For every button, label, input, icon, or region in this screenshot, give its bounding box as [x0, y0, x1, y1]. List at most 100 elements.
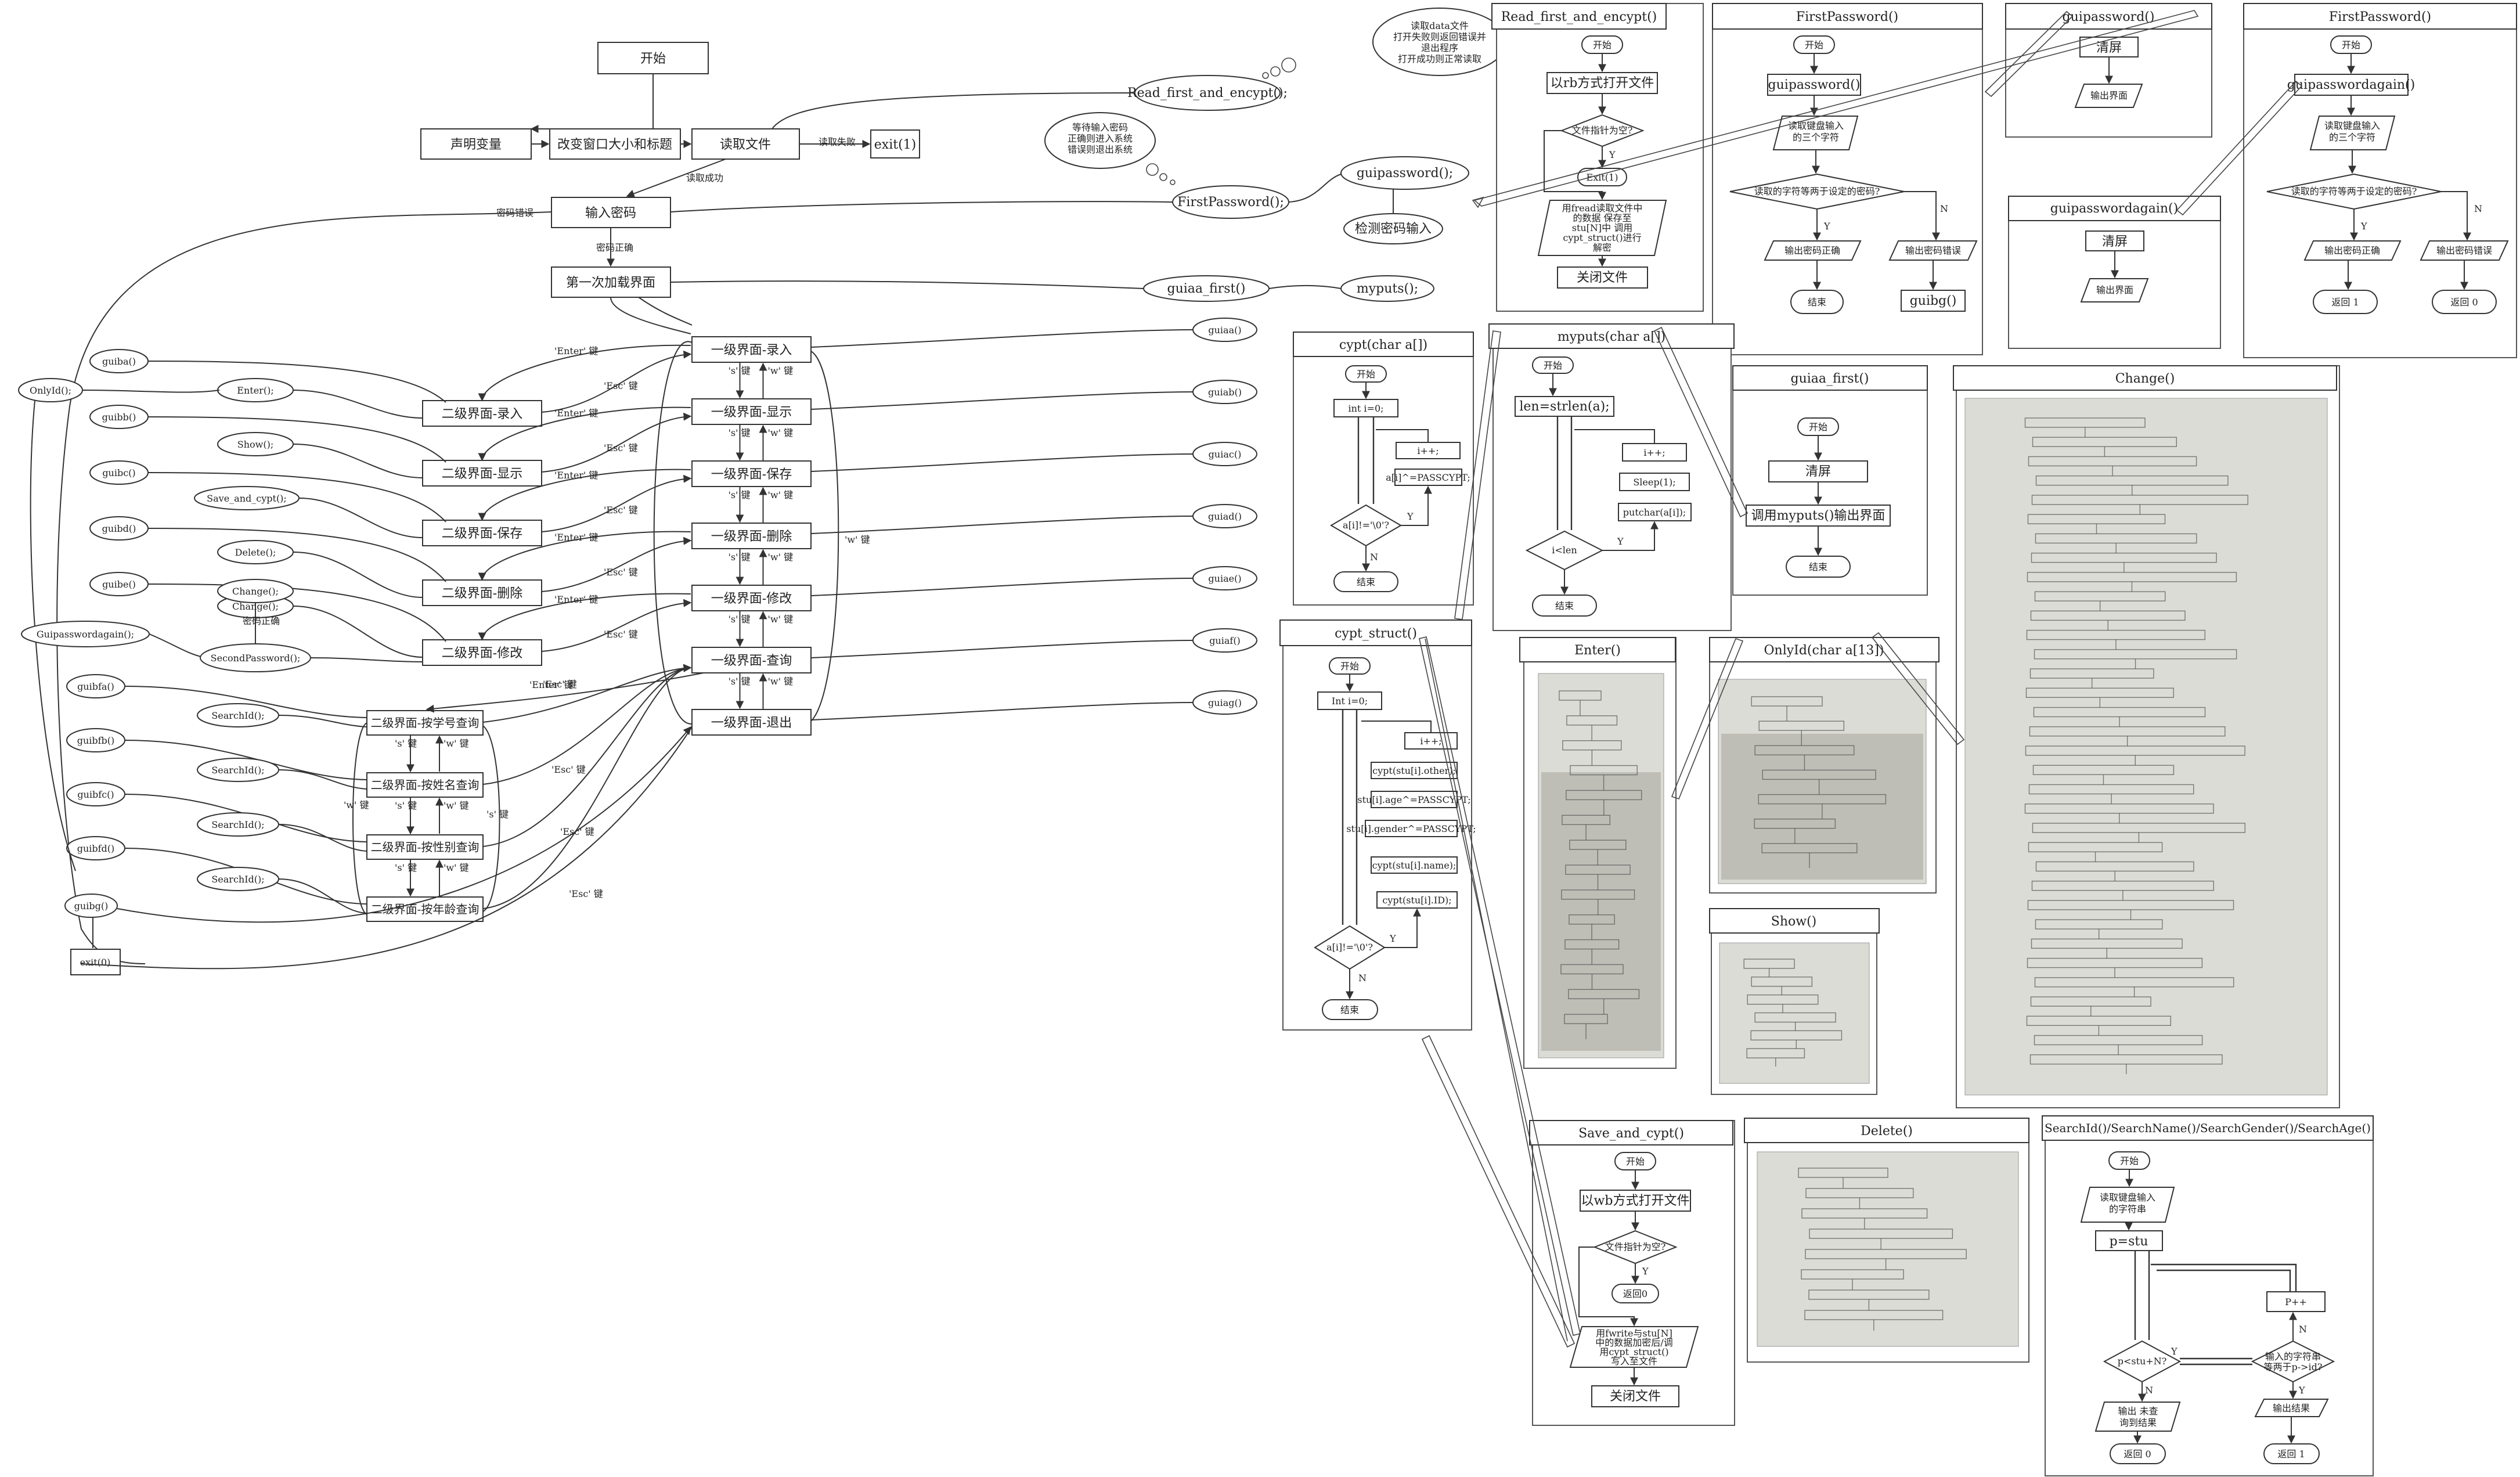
cloud-read-1: 读取data文件 — [1411, 20, 1469, 31]
rf-close: 关闭文件 — [1577, 271, 1628, 285]
key-w-wrap: 'w' 键 — [845, 534, 870, 545]
sv-open: 以wb方式打开文件 — [1581, 1194, 1690, 1208]
fp2-compare: 读取的字符等两于设定的密码? — [2291, 186, 2417, 197]
sv-return0: 返回0 — [1623, 1288, 1647, 1299]
key-w-q: 'w' 键 — [444, 800, 469, 811]
input-password-node — [551, 197, 671, 228]
read-first-call-label: Read_first_and_encypt(); — [1127, 86, 1288, 100]
panel-myputs-title: myputs(char a[]) — [1558, 330, 1665, 344]
secondary-label: 二级界面-显示 — [442, 467, 522, 481]
key-enter-q: 'Enter' 键 — [529, 679, 573, 690]
cloud-pwd-2: 正确则进入系统 — [1068, 133, 1133, 144]
sr-read-1: 读取键盘输入 — [2100, 1192, 2155, 1203]
cloud-read-3: 退出程序 — [1421, 42, 1458, 53]
query-gui-label: guibfd() — [77, 843, 115, 854]
panel-enter: Enter() — [1519, 637, 1677, 1069]
panel-cypt: cypt(char a[]) 开始 int i=0; i++; a[i]^=PA… — [1293, 332, 1474, 606]
query-node — [366, 834, 484, 860]
panel-onlyid: OnlyId(char a[13]) — [1709, 637, 1939, 894]
cypt-init: int i=0; — [1348, 403, 1383, 414]
key-w-label: 'w' 键 — [768, 365, 794, 376]
cloud-pwd-3: 错误则退出系统 — [1068, 144, 1133, 155]
secondary-fn-label: Enter(); — [237, 385, 273, 396]
panel-cypt-title: cypt(char a[]) — [1339, 338, 1427, 352]
key-s-label: 's' 键 — [729, 365, 751, 376]
key-w-label: 'w' 键 — [768, 489, 794, 500]
sr-yes-2: Y — [2298, 1385, 2305, 1396]
secondary-node — [422, 400, 542, 427]
panel-read-first-title: Read_first_and_encypt() — [1501, 10, 1657, 24]
resize-label: 改变窗口大小和标题 — [557, 138, 672, 152]
primary-label: 一级界面-退出 — [711, 716, 792, 730]
key-s-label: 's' 键 — [729, 427, 751, 438]
panel-search: SearchId()/SearchName()/SearchGender()/S… — [2042, 1115, 2374, 1476]
key-w-q: 'w' 键 — [444, 738, 469, 749]
secondary-label: 二级界面-保存 — [442, 527, 522, 541]
sr-compare-2: 等两于p->id? — [2264, 1361, 2323, 1372]
fp-no: N — [1940, 203, 1948, 214]
secondary-gui-label: guibc() — [102, 467, 135, 478]
sr-ret1: 返回 1 — [2277, 1449, 2305, 1460]
sv-fwrite-1: 用fwrite与stu[N] — [1596, 1328, 1672, 1339]
secondary-fn-label: Delete(); — [235, 547, 276, 558]
fp-read-2: 的三个字符 — [1793, 132, 1839, 143]
gpa-output: 输出界面 — [2096, 284, 2133, 296]
key-s-label: 's' 键 — [729, 676, 751, 687]
onlyid-photo-sketch — [1721, 696, 1923, 880]
onlyid-label: OnlyId(); — [30, 385, 71, 396]
cs-id: cypt(stu[i].ID); — [1382, 895, 1451, 906]
rf-fread-5: 解密 — [1593, 242, 1611, 253]
primary-node — [691, 398, 812, 425]
fp2-start: 开始 — [2342, 39, 2360, 51]
sv-fwrite-3: 用cypt_struct() — [1599, 1346, 1668, 1357]
start-node — [597, 42, 709, 74]
secondary-gui-label: guibe() — [102, 579, 136, 590]
cs-other: cypt(stu[i].other); — [1372, 765, 1456, 776]
mp-inc: i++; — [1643, 447, 1665, 458]
primary-node — [691, 336, 812, 363]
search-id-label: SearchId(); — [211, 874, 264, 885]
cloud-pwd-1: 等待输入密码 — [1072, 122, 1128, 133]
cloud-read-4: 打开成功则正常读取 — [1398, 53, 1481, 64]
pwd-right2-label: 密码正确 — [243, 615, 280, 626]
panel-change: Change() — [1953, 365, 2340, 1108]
cypt-no: N — [1370, 552, 1378, 563]
gf-start: 开始 — [1809, 422, 1827, 433]
mp-yes: Y — [1617, 536, 1624, 547]
query-gui-label: guibfa() — [77, 681, 114, 692]
cloud-read-2: 打开失败则返回错误并 — [1393, 31, 1486, 42]
query-node — [366, 772, 484, 798]
mp-len: len=strlen(a); — [1519, 399, 1609, 414]
gf-myputs: 调用myputs()输出界面 — [1751, 509, 1886, 523]
panel-first-password: FirstPassword() 开始 guipassword() 读取键盘输入 … — [1712, 3, 1983, 355]
fp2-wrong: 输出密码错误 — [2436, 245, 2492, 256]
fp-read-1: 读取键盘输入 — [1788, 120, 1844, 131]
gf-end: 结束 — [1809, 561, 1827, 572]
sr-start: 开始 — [2120, 1155, 2139, 1166]
panel-cs-title: cypt_struct() — [1335, 626, 1417, 641]
fp2-return0: 返回 0 — [2450, 297, 2478, 308]
key-esc-q: 'Esc' 键 — [551, 764, 586, 775]
secondary-fn-label: Save_and_cypt(); — [207, 493, 287, 504]
cypt-end: 结束 — [1357, 577, 1375, 588]
read-ok-label: 读取成功 — [686, 172, 723, 183]
primary-node — [691, 709, 812, 736]
cs-gender: stu[i].gender^=PASSCYPT; — [1346, 823, 1476, 834]
cs-start: 开始 — [1340, 661, 1359, 672]
fp-gui: guipassword() — [1768, 78, 1861, 92]
declare-node — [420, 128, 532, 160]
rf-null-check: 文件指针为空? — [1572, 125, 1633, 136]
sv-fwrite-4: 写入至文件 — [1611, 1356, 1657, 1367]
secondary-fn-label: Show(); — [237, 439, 273, 450]
sr-no-2: N — [2299, 1324, 2307, 1335]
key-w-q: 'w' 键 — [444, 862, 469, 873]
read-file-label: 读取文件 — [720, 138, 771, 152]
guiaa-first-call-label: guiaa_first() — [1167, 282, 1245, 296]
key-esc-label: 'Esc' 键 — [604, 567, 638, 578]
sv-start: 开始 — [1626, 1156, 1645, 1167]
main-flow: 开始 声明变量 改变窗口大小和标题 读取文件 exit(1) 读取失败 读取成功… — [56, 8, 1507, 964]
cypt-start: 开始 — [1357, 369, 1375, 380]
sr-inc: P++ — [2285, 1296, 2307, 1307]
